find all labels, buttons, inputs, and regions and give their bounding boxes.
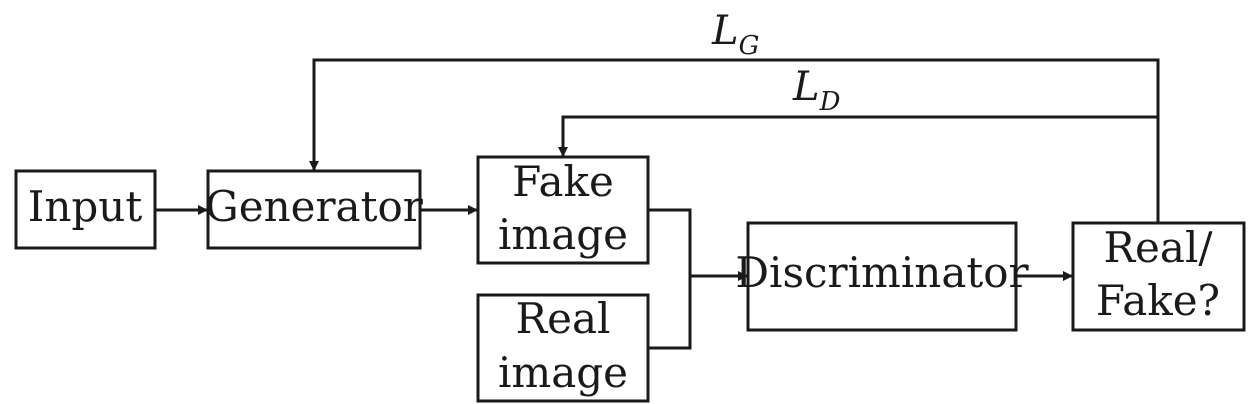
real-image-label-line1: Real (516, 294, 611, 343)
real-fake-box (1071, 221, 1246, 332)
loss-lg-label: LG (711, 8, 759, 61)
fake-image-label-line1: Fake (512, 157, 614, 206)
generator-label: Generator (205, 182, 424, 231)
edge-lg-feedback (309, 58, 1160, 223)
loss-lg-subscript: G (739, 31, 760, 61)
input-box (14, 169, 157, 250)
real-image-label-line2: image (498, 348, 628, 397)
discriminator-box (746, 221, 1018, 332)
edge-fake-image-to-merge (648, 208, 692, 350)
generator-box (206, 169, 422, 250)
loss-ld-label: LD (792, 64, 841, 117)
edge-ld-feedback (558, 115, 1158, 157)
real-fake-label-line2: Fake? (1096, 276, 1220, 325)
loss-lg-symbol: L (711, 8, 739, 54)
fake-image-label-line2: image (498, 210, 628, 259)
loss-ld-subscript: D (819, 87, 841, 117)
real-fake-label-line1: Real/ (1103, 223, 1213, 272)
discriminator-label: Discriminator (735, 248, 1029, 297)
fake-image-box (476, 155, 650, 265)
loss-ld-symbol: L (792, 64, 820, 110)
input-label: Input (28, 182, 143, 231)
